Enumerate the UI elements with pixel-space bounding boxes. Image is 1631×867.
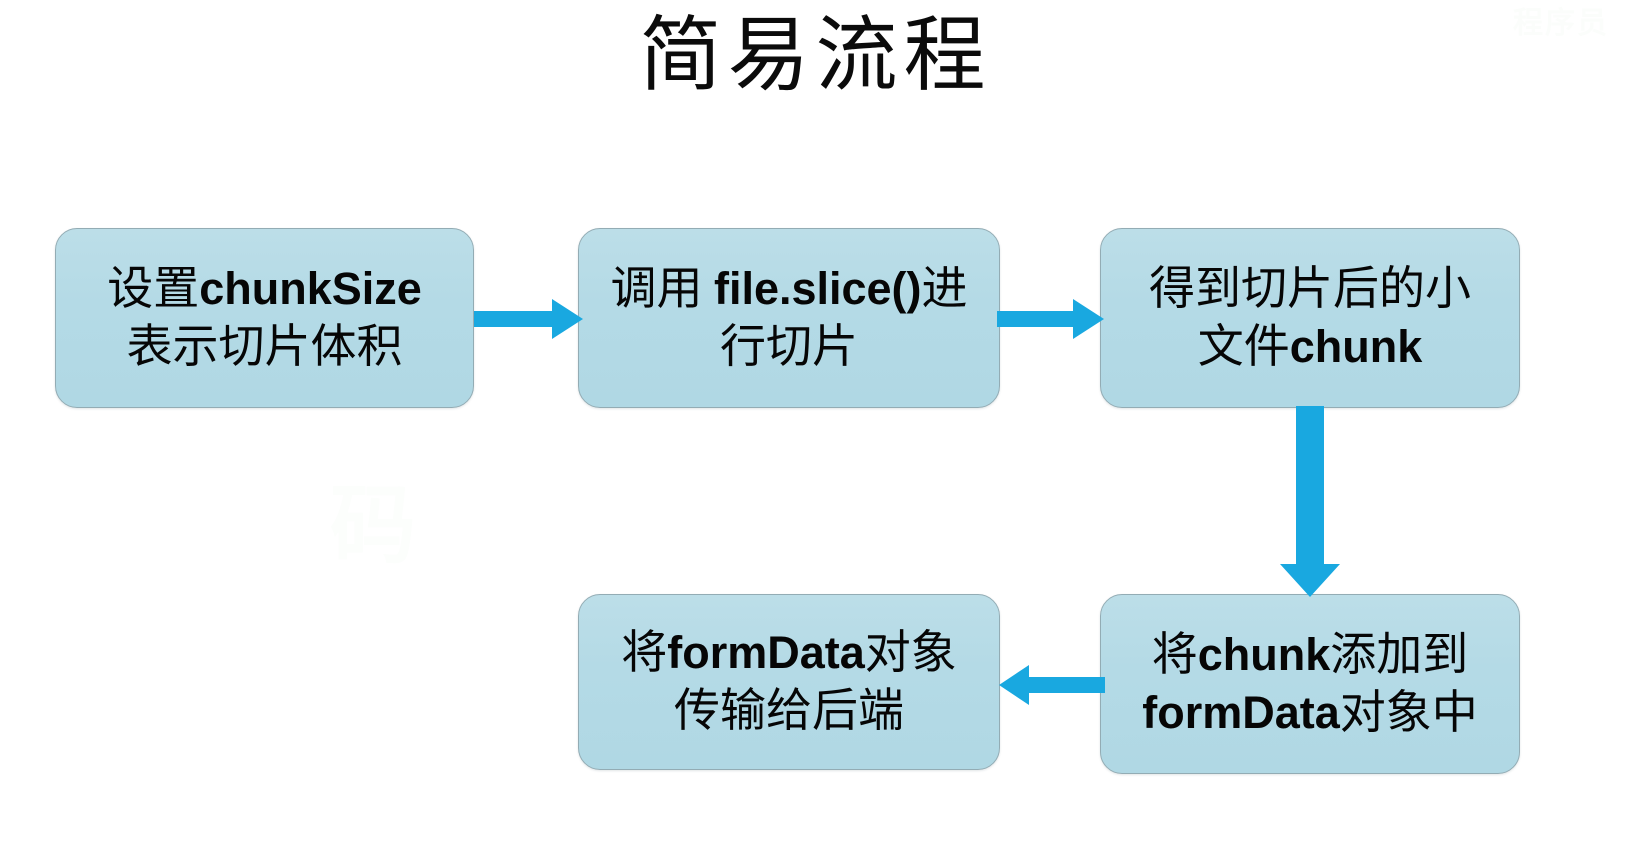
node4-line2-cjk-tail: 对象中 [1339,687,1478,738]
flow-node-send-formdata-to-backend[interactable]: 将formData对象 传输给后端 [578,594,1000,770]
node5-line1-latin: formData [667,627,865,678]
node3-line1-cjk: 得到切片后的小 [1149,263,1471,314]
arrow-right-node2-to-node3 [997,296,1105,342]
flow-node-line: 文件chunk [1198,318,1423,376]
flow-node-line: 行切片 [720,318,858,376]
node5-line1-cjk-tail: 对象 [864,627,957,678]
arrow-left-node4-to-node5 [999,662,1105,708]
flow-node-line: 调用 file.slice()进 [610,260,967,318]
watermark-middle: 码 [330,478,422,574]
node2-line1-cjk-tail: 进 [921,263,968,314]
page-title: 简易流程 [639,10,992,101]
node5-line1-cjk: 将 [621,627,668,678]
arrow-down-node3-to-node4 [1279,406,1341,598]
node4-line1-cjk: 将 [1151,629,1198,680]
node3-line2-latin: chunk [1289,321,1423,372]
flow-node-set-chunksize[interactable]: 设置chunkSize 表示切片体积 [55,228,474,408]
node2-line1-cjk: 调用 [610,263,714,314]
node1-line1-latin: chunkSize [199,263,422,314]
node1-line2-cjk: 表示切片体积 [126,321,403,372]
node4-line1-cjk-tail: 添加到 [1330,629,1469,680]
flow-node-line: 传输给后端 [674,682,904,740]
flow-node-get-chunk[interactable]: 得到切片后的小 文件chunk [1100,228,1520,408]
node4-line1-latin: chunk [1197,629,1331,680]
flow-node-line: 得到切片后的小 [1149,260,1471,318]
flow-node-line: 设置chunkSize [107,260,422,318]
arrow-right-node1-to-node2 [474,296,584,342]
flow-node-line: 将formData对象 [621,624,957,682]
flow-node-call-file-slice[interactable]: 调用 file.slice()进 行切片 [578,228,1000,408]
node1-line1-cjk: 设置 [107,263,200,314]
flow-node-line: formData对象中 [1142,684,1478,742]
node4-line2-latin: formData [1142,687,1340,738]
flow-node-line: 表示切片体积 [127,318,403,376]
flow-node-line: 将chunk添加到 [1152,626,1469,684]
node2-line2-cjk: 行切片 [720,321,858,372]
node5-line2-cjk: 传输给后端 [674,685,904,736]
node3-line2-cjk: 文件 [1197,321,1290,372]
node2-line1-latin: file.slice() [713,263,922,314]
flow-node-append-chunk-to-formdata[interactable]: 将chunk添加到 formData对象中 [1100,594,1520,774]
